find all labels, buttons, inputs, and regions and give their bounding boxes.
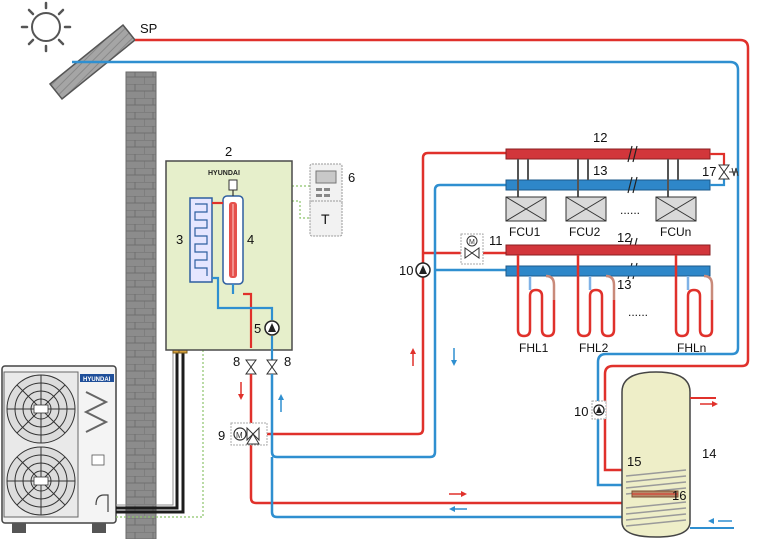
shutoff-valve-right-label: 8 bbox=[284, 354, 291, 369]
dhw-outlet-pipe bbox=[690, 397, 718, 407]
collector-cold-top bbox=[505, 179, 711, 191]
flow-arrow-right-red-icon bbox=[449, 491, 467, 497]
supply-hot-pipe bbox=[249, 151, 632, 505]
floor-heating-loop-2 bbox=[576, 255, 616, 338]
bypass-valve-label: 17 bbox=[702, 164, 716, 179]
three-way-valve-label: 9 bbox=[218, 428, 225, 443]
tank-heater-label: 16 bbox=[672, 488, 686, 503]
floor-loop-ellipsis: ...... bbox=[628, 305, 648, 319]
hydro-box-brand: HYUNDAI bbox=[208, 170, 240, 177]
floor-loop-label-1: FHL1 bbox=[519, 341, 549, 355]
fcu-risers bbox=[517, 159, 679, 198]
flow-arrow-up-blue-icon bbox=[278, 394, 284, 412]
shutoff-valve-left-label: 8 bbox=[233, 354, 240, 369]
outdoor-unit-brand: HYUNDAI bbox=[83, 377, 111, 383]
fan-coil-ellipsis: ...... bbox=[620, 203, 640, 217]
two-way-valve-label: 11 bbox=[489, 233, 503, 248]
backup-heater-label: 4 bbox=[247, 232, 254, 247]
pump-circuit-icon bbox=[415, 262, 431, 278]
shutoff-valve-left-icon bbox=[245, 359, 257, 375]
manifold-mid-label: 12 bbox=[617, 230, 631, 245]
floor-heating-loop-1 bbox=[516, 255, 556, 338]
solar-hot-pipe bbox=[135, 38, 750, 472]
pump-internal-label: 5 bbox=[254, 321, 261, 336]
plate-heat-exchanger bbox=[189, 197, 213, 283]
dhw-tank bbox=[621, 371, 691, 538]
signal-wiring bbox=[116, 185, 310, 518]
controller-label: 6 bbox=[348, 170, 355, 185]
flow-switch-icon bbox=[228, 179, 238, 196]
flow-arrow-up-red-icon bbox=[410, 348, 416, 366]
two-way-valve-icon: M bbox=[460, 233, 484, 265]
shutoff-valve-right-icon bbox=[266, 359, 278, 375]
solar-panel-label: SP bbox=[140, 21, 157, 36]
svg-text:M: M bbox=[236, 431, 243, 440]
pump-internal-icon bbox=[264, 320, 280, 336]
three-way-valve-icon: M bbox=[230, 422, 268, 446]
flow-arrow-down-blue-icon bbox=[451, 348, 457, 366]
fan-coil-unit-n bbox=[655, 196, 697, 222]
pump-dhw-label: 10 bbox=[574, 404, 588, 419]
bypass-pipe bbox=[710, 152, 726, 187]
manifold-hot-mid bbox=[505, 244, 711, 256]
backup-heater bbox=[222, 195, 244, 285]
dhw-inlet-pipe bbox=[690, 518, 734, 529]
hydro-box-label: 2 bbox=[225, 144, 232, 159]
flow-arrow-down-red-icon bbox=[238, 382, 244, 400]
fan-coil-label-2: FCU2 bbox=[569, 225, 601, 239]
dhw-tank-label: 14 bbox=[702, 446, 716, 461]
return-cold-pipe bbox=[270, 183, 632, 519]
floor-heating-loop-n bbox=[674, 255, 714, 338]
floor-loop-label-n: FHLn bbox=[677, 341, 706, 355]
manifold-hot-top bbox=[505, 148, 711, 160]
pump-dhw-icon bbox=[591, 400, 607, 420]
bypass-valve-icon bbox=[718, 164, 739, 180]
svg-text:M: M bbox=[469, 239, 475, 246]
solar-coil-label: 15 bbox=[627, 454, 641, 469]
solar-cold-pipe bbox=[72, 60, 740, 487]
fan-coil-label-n: FCUn bbox=[660, 225, 691, 239]
manifold-top-label: 12 bbox=[593, 130, 607, 145]
thermostat-icon bbox=[309, 200, 343, 237]
collector-cold-bottom bbox=[505, 265, 711, 277]
fan-coil-unit-2 bbox=[565, 196, 607, 222]
sun-icon bbox=[20, 1, 72, 53]
flow-arrow-left-blue-icon bbox=[449, 506, 467, 512]
wall bbox=[125, 71, 157, 539]
fan-coil-label-1: FCU1 bbox=[509, 225, 541, 239]
outdoor-unit-plug-icon bbox=[95, 494, 109, 512]
floor-loop-label-2: FHL2 bbox=[579, 341, 609, 355]
hydro-internal-piping-cold bbox=[212, 276, 274, 360]
outdoor-unit bbox=[1, 365, 117, 533]
hydro-internal-piping-hot bbox=[212, 201, 253, 348]
thermostat-label: T bbox=[321, 211, 330, 227]
pump-circuit-label: 10 bbox=[399, 263, 413, 278]
collector-bottom-label: 13 bbox=[617, 277, 631, 292]
fan-coil-unit-1 bbox=[505, 196, 547, 222]
plate-heat-exchanger-label: 3 bbox=[176, 232, 183, 247]
controller-icon bbox=[309, 163, 343, 207]
collector-top-label: 13 bbox=[593, 163, 607, 178]
